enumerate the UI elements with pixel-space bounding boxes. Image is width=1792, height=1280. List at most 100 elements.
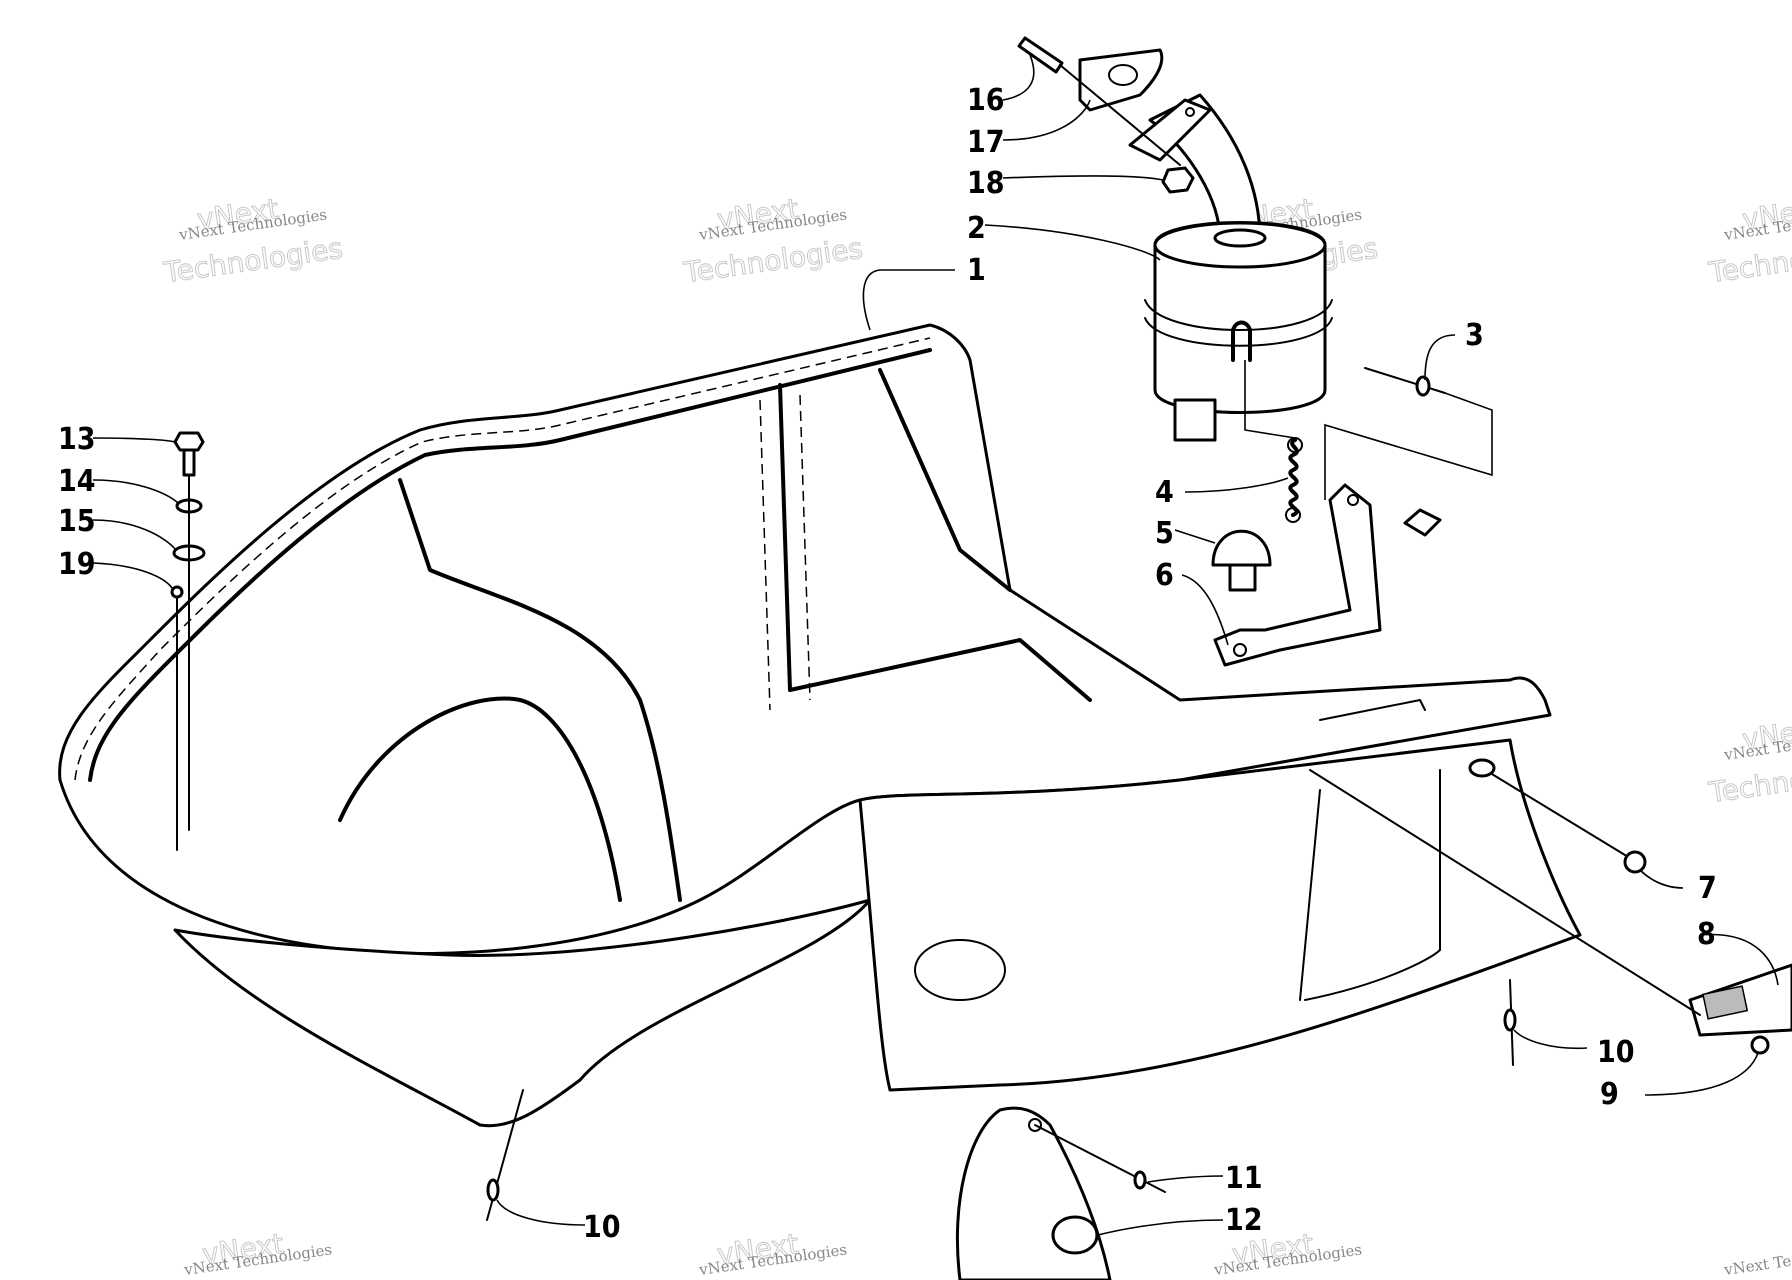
drain-screw bbox=[1133, 1170, 1147, 1190]
bolt-shank bbox=[182, 448, 196, 477]
cotter-pin bbox=[1364, 367, 1446, 397]
callout-3: 3 bbox=[1465, 318, 1484, 353]
leader-muffler-spring bbox=[1244, 360, 1296, 439]
callout-6: 6 bbox=[1155, 558, 1174, 593]
rivet-bottom bbox=[486, 1089, 524, 1221]
bolt-stack bbox=[170, 431, 206, 851]
rivet-side bbox=[1503, 979, 1517, 1066]
leader-2 bbox=[984, 224, 1161, 261]
muffler-flange-hole bbox=[1185, 107, 1195, 117]
muffler bbox=[1128, 93, 1333, 442]
leader-lines bbox=[92, 54, 1779, 1236]
muffler-bracket bbox=[1213, 483, 1442, 667]
pin-shaft bbox=[1364, 367, 1446, 394]
drain-boot-hole bbox=[1028, 1118, 1042, 1132]
callout-16: 16 bbox=[967, 83, 1005, 118]
grommet-dome bbox=[1211, 529, 1272, 567]
spring bbox=[1285, 437, 1303, 523]
leader-15 bbox=[92, 519, 177, 551]
callout-2: 2 bbox=[967, 211, 986, 246]
leader-8 bbox=[1699, 933, 1779, 986]
callouts: 1 2 3 4 5 6 7 8 9 10 10 11 12 13 14 15 1… bbox=[58, 83, 1717, 1245]
callout-19: 19 bbox=[58, 547, 96, 582]
leader-3-box bbox=[1324, 392, 1493, 500]
small-screw bbox=[170, 585, 184, 599]
watermark: vNext vNext Technologies Technologies bbox=[681, 192, 866, 290]
drain-boot-plate bbox=[955, 1106, 1112, 1280]
gasket-port bbox=[1108, 64, 1138, 86]
leader-1 bbox=[862, 269, 955, 331]
nut bbox=[1161, 166, 1195, 194]
belly-pan-rim-seam bbox=[74, 337, 931, 781]
callout-10-side: 10 bbox=[1597, 1035, 1635, 1070]
gasket bbox=[1078, 48, 1164, 112]
belly-pan bbox=[58, 323, 1582, 1128]
belly-pan-step bbox=[1319, 698, 1426, 721]
leader-7 bbox=[1639, 869, 1684, 889]
callout-18: 18 bbox=[967, 166, 1005, 201]
screw bbox=[1468, 758, 1647, 874]
callout-5: 5 bbox=[1155, 516, 1174, 551]
belly-pan-side-recess bbox=[1299, 769, 1441, 1001]
bolt-head bbox=[173, 431, 205, 452]
belly-pan-inner-rim bbox=[88, 348, 932, 782]
watermark: vNext vNext Technologies Technologies bbox=[161, 192, 346, 290]
callout-12: 12 bbox=[1225, 1203, 1263, 1238]
leader-16 bbox=[1002, 54, 1035, 101]
drain-boot-outlet bbox=[1051, 1215, 1099, 1255]
muffler-outlet bbox=[1173, 398, 1217, 442]
callout-11: 11 bbox=[1225, 1161, 1263, 1196]
watermark: vNext vNext Technologies Technologies bbox=[1706, 192, 1792, 290]
leader-18 bbox=[1002, 175, 1164, 181]
bracket-top-hole bbox=[1347, 494, 1359, 506]
leader-13 bbox=[92, 437, 176, 443]
belly-pan-back-wall-seam bbox=[759, 394, 811, 711]
muffler-clip bbox=[1231, 320, 1252, 362]
watermark-text: vNext Technologies bbox=[1722, 1240, 1792, 1279]
callout-8: 8 bbox=[1697, 917, 1716, 952]
rivet-head bbox=[486, 1178, 500, 1202]
callout-1: 1 bbox=[967, 253, 986, 288]
leader-11 bbox=[1147, 1175, 1224, 1183]
grommet bbox=[1211, 529, 1272, 592]
drain-boot bbox=[955, 1106, 1166, 1280]
rivet-head bbox=[1750, 1035, 1770, 1055]
leader-6 bbox=[1181, 574, 1229, 646]
belly-pan-bowl bbox=[173, 898, 872, 1128]
watermark: vNext vNext Technologies bbox=[697, 1227, 848, 1279]
watermark: vNext Technologies bbox=[1722, 1240, 1792, 1279]
leader-19 bbox=[92, 562, 173, 589]
belly-pan-back-wall bbox=[778, 368, 1092, 702]
callout-4: 4 bbox=[1155, 475, 1174, 510]
muffler-band bbox=[1144, 299, 1333, 347]
leader-9 bbox=[1644, 1052, 1759, 1096]
reflector bbox=[1309, 769, 1792, 1037]
callout-14: 14 bbox=[58, 464, 96, 499]
grommet-stem bbox=[1228, 563, 1257, 592]
bracket-arm bbox=[1213, 483, 1382, 667]
leader-14 bbox=[92, 479, 179, 504]
rivet-head bbox=[1503, 1008, 1517, 1032]
belly-pan-vent bbox=[914, 939, 1006, 1001]
leader-12 bbox=[1097, 1219, 1224, 1236]
spring-hook-bottom bbox=[1285, 507, 1301, 523]
screw-head bbox=[1623, 850, 1647, 874]
bracket-hole bbox=[1233, 643, 1247, 657]
spring-coil bbox=[1288, 438, 1299, 517]
stud bbox=[1017, 36, 1064, 74]
leader-17 bbox=[1002, 99, 1091, 141]
muffler-inlet bbox=[1213, 228, 1267, 248]
leader-10a bbox=[1513, 1029, 1588, 1050]
callout-9: 9 bbox=[1600, 1077, 1619, 1112]
reflector-axis bbox=[1309, 769, 1701, 1016]
watermark: vNext vNext Technologies Technologies bbox=[1706, 712, 1792, 810]
belly-pan-side-panel bbox=[858, 738, 1582, 1092]
reflector-lens bbox=[1702, 985, 1749, 1020]
leader-4 bbox=[1184, 477, 1289, 493]
pin-head bbox=[1415, 375, 1431, 397]
leader-10b bbox=[496, 1199, 586, 1226]
rivet-right bbox=[1750, 1035, 1770, 1055]
callout-10-bottom: 10 bbox=[583, 1210, 621, 1245]
stud-axis bbox=[1059, 64, 1181, 166]
